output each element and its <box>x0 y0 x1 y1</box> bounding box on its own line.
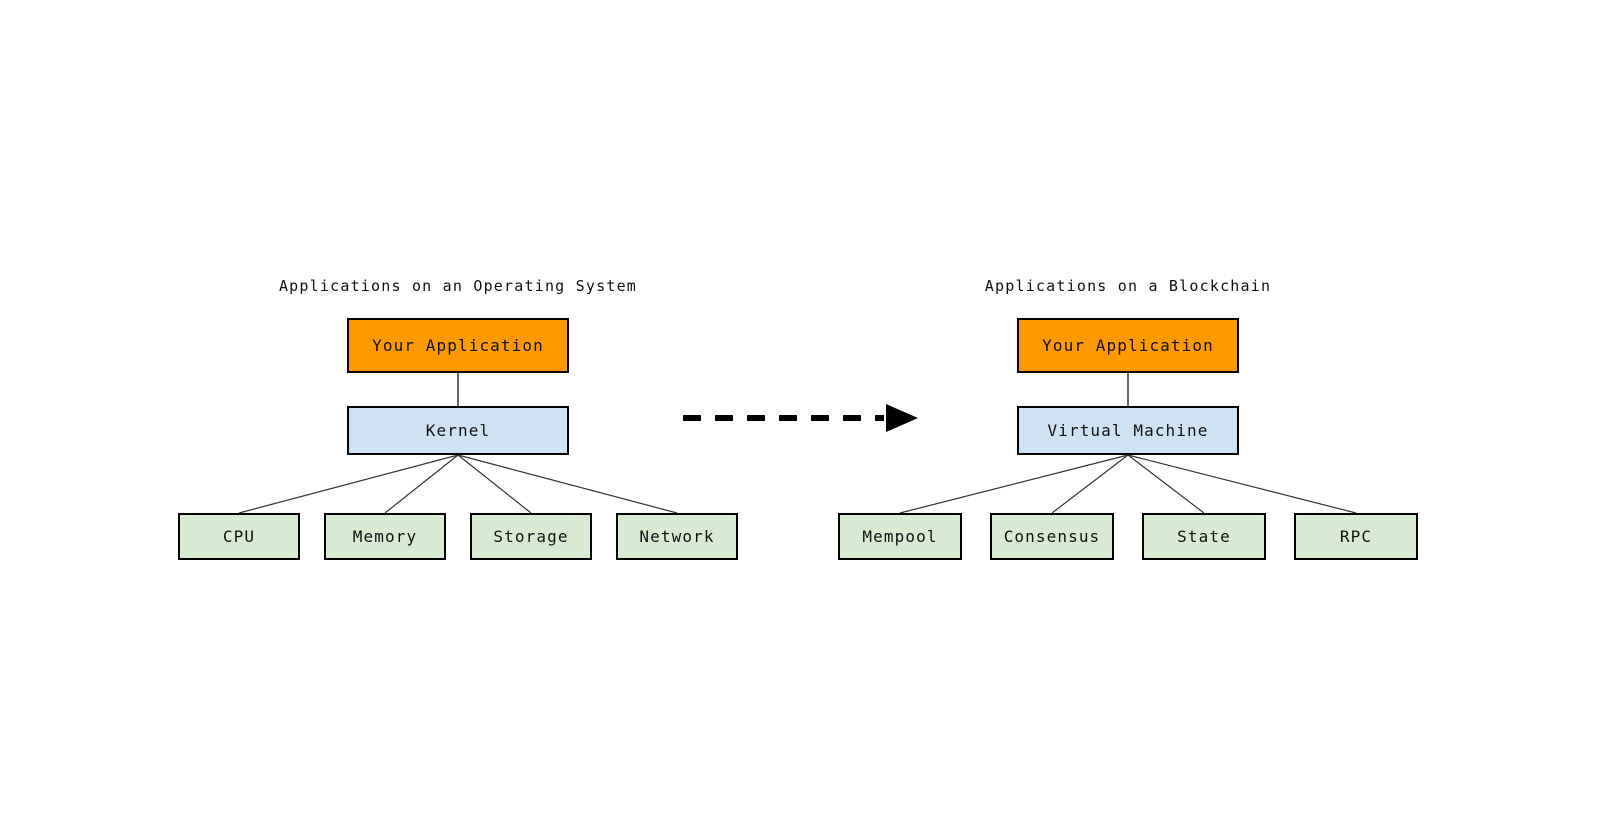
right-child-box-state: State <box>1142 513 1266 560</box>
left-child-box-storage: Storage <box>470 513 592 560</box>
left-kernel-box: Kernel <box>347 406 569 455</box>
right-child-box-rpc: RPC <box>1294 513 1418 560</box>
left-child-box-network: Network <box>616 513 738 560</box>
left-child-box-cpu: CPU <box>178 513 300 560</box>
right-diagram-title: Applications on a Blockchain <box>984 277 1272 295</box>
dashed-arrow-icon <box>683 404 918 432</box>
right-virtual-machine-box: Virtual Machine <box>1017 406 1239 455</box>
left-your-application-box: Your Application <box>347 318 569 373</box>
left-diagram-title: Applications on an Operating System <box>278 277 638 295</box>
right-your-application-box: Your Application <box>1017 318 1239 373</box>
right-child-box-mempool: Mempool <box>838 513 962 560</box>
left-child-box-memory: Memory <box>324 513 446 560</box>
right-child-box-consensus: Consensus <box>990 513 1114 560</box>
